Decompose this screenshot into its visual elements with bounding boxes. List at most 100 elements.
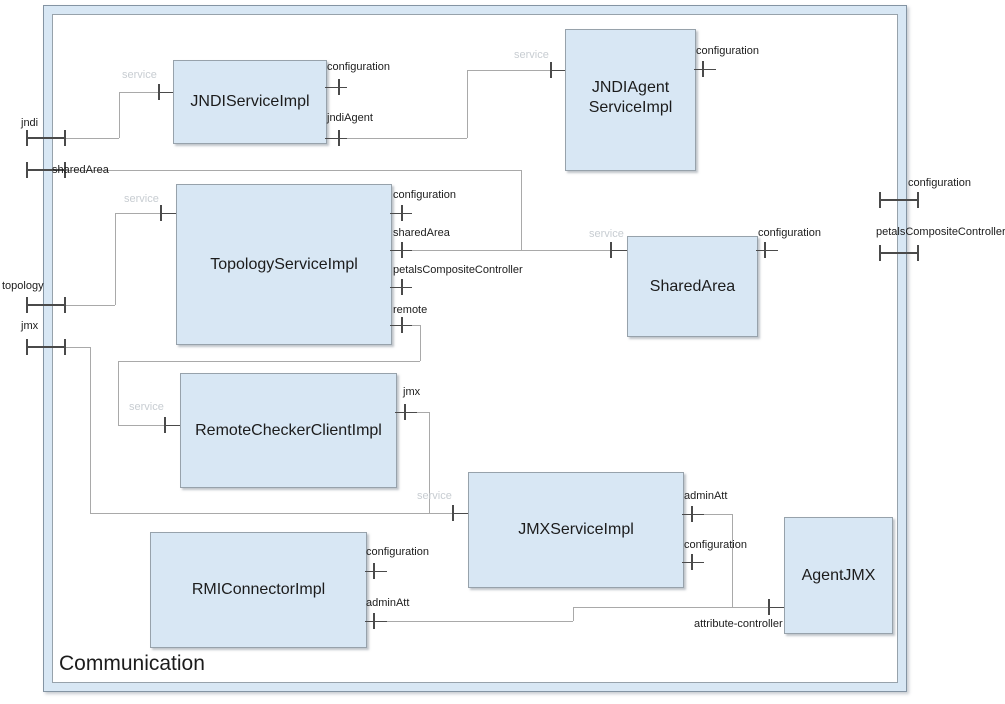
port-topology-remote[interactable] (401, 317, 403, 333)
external-port-label-configuration: configuration (908, 177, 971, 189)
wire-rmiadminatt-3[interactable] (573, 607, 769, 608)
wire-rmiadminatt-2[interactable] (573, 607, 574, 621)
external-port-jndi[interactable] (27, 137, 66, 139)
wire-remote-5[interactable] (118, 425, 165, 426)
external-port-label-jndi: jndi (21, 117, 39, 129)
component-label: RMIConnectorImpl (191, 581, 326, 598)
wire-remote-3[interactable] (118, 361, 420, 362)
port-jndi-agent-service[interactable] (550, 62, 552, 78)
port-sharedarea-service[interactable] (610, 242, 612, 258)
external-port-label-jmx: jmx (21, 320, 39, 332)
wire-jmx-1[interactable] (66, 347, 90, 348)
port-jndi-agent-configuration[interactable] (702, 61, 704, 77)
port-label-service: service (124, 193, 159, 205)
wire-jmxlink-1[interactable] (405, 412, 429, 413)
external-port-tick (64, 130, 66, 146)
wire-sharedarea-2[interactable] (521, 170, 522, 250)
port-jmxservice-service[interactable] (452, 505, 454, 521)
component-label: JNDIServiceImpl (190, 93, 310, 110)
wire-jndiagent-2[interactable] (467, 70, 468, 138)
wire-adminatt-2[interactable] (732, 514, 733, 607)
wire-remote-2[interactable] (420, 325, 421, 361)
component-rmi-connector-impl[interactable]: RMIConnectorImpl (150, 532, 367, 648)
port-remotechecker-service[interactable] (164, 417, 166, 433)
wire-remote-1[interactable] (412, 325, 420, 326)
port-topology-sharedarea[interactable] (401, 242, 403, 258)
port-label-service: service (122, 69, 157, 81)
port-sharedarea-configuration[interactable] (764, 242, 766, 258)
port-stub (325, 138, 347, 139)
wire-jmx-3[interactable] (90, 513, 453, 514)
port-topology-service[interactable] (160, 205, 162, 221)
external-port-tick (26, 339, 28, 355)
wire-rmiadminatt-1[interactable] (374, 621, 573, 622)
port-jndi-service-configuration[interactable] (338, 79, 340, 95)
port-stub (395, 412, 417, 413)
port-label-configuration: configuration (684, 539, 747, 551)
wire-topology-3[interactable] (115, 213, 161, 214)
port-stub (325, 87, 347, 88)
component-agent-jmx[interactable]: AgentJMX (784, 517, 893, 634)
wire-jndiagent-1[interactable] (340, 138, 467, 139)
component-topology-service-impl[interactable]: TopologyServiceImpl (176, 184, 392, 345)
external-port-topology[interactable] (27, 304, 66, 306)
component-label: JNDIAgent ServiceImpl (588, 79, 673, 116)
component-jmx-service-impl[interactable]: JMXServiceImpl (468, 472, 684, 588)
wire-jndi-3[interactable] (119, 92, 159, 93)
component-remote-checker-client-impl[interactable]: RemoteCheckerClientImpl (180, 373, 397, 488)
port-stub (165, 425, 180, 426)
port-label-sharedarea: sharedArea (393, 227, 450, 239)
port-rmi-adminatt[interactable] (373, 613, 375, 629)
external-port-jmx[interactable] (27, 346, 66, 348)
external-port-tick (917, 245, 919, 261)
external-port-label-topology: topology (2, 280, 44, 292)
wire-topology-2[interactable] (115, 213, 116, 305)
external-port-tick (64, 339, 66, 355)
component-shared-area[interactable]: SharedArea (627, 236, 758, 337)
wire-jndiagent-3[interactable] (467, 70, 552, 71)
wire-jndi-2[interactable] (119, 92, 120, 138)
external-port-label-petalscompositecontroller: petalsCompositeController (876, 226, 1005, 238)
port-label-adminatt: adminAtt (366, 597, 410, 609)
port-label-configuration: configuration (696, 45, 759, 57)
port-stub (682, 514, 704, 515)
port-label-adminatt: adminAtt (684, 490, 728, 502)
port-label-configuration: configuration (758, 227, 821, 239)
wire-jndi-1[interactable] (66, 138, 119, 139)
wire-jmxlink-2[interactable] (429, 412, 430, 513)
port-jmxservice-adminatt[interactable] (691, 506, 693, 522)
port-stub (611, 250, 627, 251)
port-jndi-service-jndiagent[interactable] (338, 130, 340, 146)
wire-adminatt-1[interactable] (692, 514, 732, 515)
port-stub (365, 621, 387, 622)
port-topology-petalscompositecontroller[interactable] (401, 279, 403, 295)
component-jndi-agent-service-impl[interactable]: JNDIAgent ServiceImpl (565, 29, 696, 171)
wire-sharedarea-1[interactable] (66, 170, 521, 171)
component-jndi-service-impl[interactable]: JNDIServiceImpl (173, 60, 327, 144)
external-port-tick (917, 192, 919, 208)
wire-jmx-2[interactable] (90, 347, 91, 513)
wire-topology-1[interactable] (66, 305, 115, 306)
wire-remote-4[interactable] (118, 361, 119, 425)
external-port-tick (26, 130, 28, 146)
external-port-petalscompositecontroller[interactable] (880, 252, 919, 254)
port-rmi-configuration[interactable] (373, 563, 375, 579)
port-label-service: service (129, 401, 164, 413)
port-label-attribute-controller: attribute-controller (694, 618, 783, 630)
port-jndi-service-service[interactable] (158, 84, 160, 100)
port-label-configuration: configuration (327, 61, 390, 73)
port-stub (682, 562, 704, 563)
port-stub (453, 513, 468, 514)
wire-sharedarea-3[interactable] (402, 250, 611, 251)
external-port-configuration[interactable] (880, 199, 919, 201)
port-label-service: service (417, 490, 452, 502)
composite-title: Communication (59, 652, 205, 675)
port-stub (365, 571, 387, 572)
port-topology-configuration[interactable] (401, 205, 403, 221)
external-port-sharedarea[interactable] (27, 169, 66, 171)
port-jmxservice-configuration[interactable] (691, 554, 693, 570)
port-remotechecker-jmx[interactable] (404, 404, 406, 420)
port-stub (769, 607, 784, 608)
port-agentjmx-attribute-controller[interactable] (768, 599, 770, 615)
